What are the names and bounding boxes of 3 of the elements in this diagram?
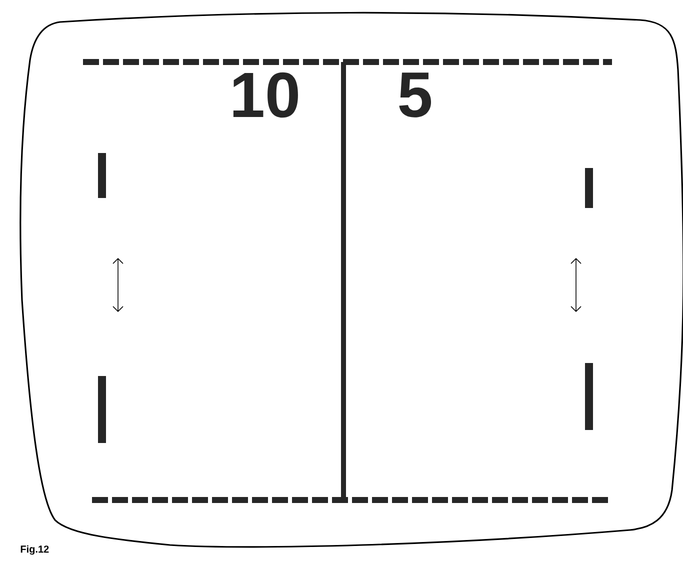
score-digits: 5: [399, 72, 432, 118]
figure-caption: Fig.12: [20, 545, 49, 555]
score-digits: 10: [233, 72, 298, 118]
